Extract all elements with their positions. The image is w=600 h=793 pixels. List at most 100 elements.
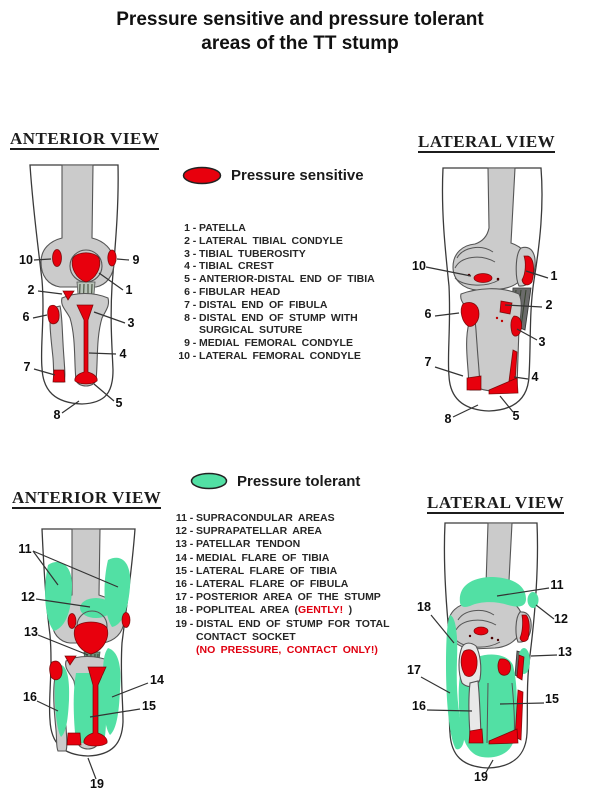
legend-list-item: 14-MEDIAL FLARE OF TIBIA bbox=[170, 552, 395, 565]
heading-text: ANTERIOR VIEW bbox=[12, 488, 162, 509]
heading-text: ANTERIOR VIEW bbox=[10, 129, 160, 150]
legend-list-item: 16-LATERAL FLARE OF FIBULA bbox=[170, 578, 395, 591]
item-dash: - bbox=[192, 311, 197, 324]
leader-line bbox=[434, 366, 464, 377]
item-text: PATELLAR TENDON bbox=[196, 538, 395, 551]
item-text-segment: TIBIAL CREST bbox=[199, 260, 274, 273]
item-text: TIBIAL CREST bbox=[199, 260, 383, 273]
figure-number-label: 6 bbox=[23, 310, 30, 324]
item-text-warning: GENTLY! bbox=[298, 604, 344, 617]
figure-number-label: 13 bbox=[558, 645, 572, 659]
leader-line bbox=[116, 258, 130, 261]
figure-number-label: 7 bbox=[425, 355, 432, 369]
legend-list-item: 13-PATELLAR TENDON bbox=[170, 538, 395, 551]
item-dash: - bbox=[189, 578, 194, 591]
item-dash: - bbox=[192, 247, 197, 260]
item-dash: - bbox=[192, 349, 197, 362]
figure-number-label: 18 bbox=[417, 600, 431, 614]
leader-line bbox=[32, 550, 119, 588]
figure-number-label: 11 bbox=[18, 542, 31, 556]
heading-lateral-top: LATERAL VIEW bbox=[418, 132, 556, 153]
item-text: MEDIAL FEMORAL CONDYLE bbox=[199, 337, 383, 350]
item-number: 5 bbox=[184, 273, 190, 286]
item-number: 1 bbox=[184, 222, 190, 234]
item-text-segment: LATERAL FLARE OF FIBULA bbox=[196, 578, 349, 591]
leader-line bbox=[452, 404, 479, 418]
item-text-segment: CONTACT SOCKET bbox=[196, 630, 296, 643]
leader-line bbox=[430, 614, 455, 644]
item-text-segment: SURGICAL SUTURE bbox=[199, 324, 303, 337]
figure-number-label: 3 bbox=[128, 316, 135, 330]
item-number: 3 bbox=[184, 247, 190, 260]
leader-line bbox=[33, 368, 56, 376]
leader-line bbox=[426, 709, 473, 712]
item-text: SUPRAPATELLAR AREA bbox=[196, 525, 395, 538]
leader-line bbox=[36, 700, 59, 712]
item-text: MEDIAL FLARE OF TIBIA bbox=[196, 552, 395, 565]
legend-list-item: 11-SUPRACONDULAR AREAS bbox=[170, 512, 395, 525]
legend-list-item: 17-POSTERIOR AREA OF THE STUMP bbox=[170, 591, 395, 604]
item-dash: - bbox=[192, 222, 197, 234]
item-number: 6 bbox=[184, 285, 190, 298]
item-number: 11 bbox=[175, 512, 187, 524]
item-text-segment: LATERAL FLARE OF TIBIA bbox=[196, 564, 338, 577]
item-text-segment: SUPRAPATELLAR AREA bbox=[196, 525, 322, 538]
leader-line bbox=[525, 270, 549, 279]
item-text: TIBIAL TUBEROSITY bbox=[199, 248, 383, 261]
leader-line bbox=[484, 759, 494, 775]
item-number: 19 bbox=[175, 617, 187, 630]
figure-number-label: 8 bbox=[445, 412, 452, 426]
item-number: 2 bbox=[184, 234, 190, 247]
figure-number-label: 14 bbox=[150, 673, 164, 687]
item-text-segment: SUPRACONDULAR AREAS bbox=[196, 512, 335, 524]
leader-line bbox=[32, 314, 48, 319]
item-text: FIBULAR HEAD bbox=[199, 286, 383, 299]
page-title-line2: areas of the TT stump bbox=[201, 33, 399, 54]
item-number: 15 bbox=[175, 564, 187, 577]
heading-lateral-bottom: LATERAL VIEW bbox=[427, 493, 565, 514]
legend-list-item: 2-LATERAL TIBIAL CONDYLE bbox=[173, 235, 383, 248]
legend-list-item: 18-POPLITEAL AREA (GENTLY! ) bbox=[170, 604, 395, 617]
leader-line bbox=[434, 312, 460, 317]
leader-line bbox=[37, 634, 89, 656]
heading-anterior-bottom: ANTERIOR VIEW bbox=[12, 488, 162, 509]
leader-line bbox=[535, 604, 555, 620]
item-dash: - bbox=[192, 260, 197, 273]
figure-number-label: 2 bbox=[546, 298, 553, 312]
leader-line bbox=[87, 757, 97, 780]
figure-number-label: 1 bbox=[551, 269, 558, 283]
item-text-segment: MEDIAL FEMORAL CONDYLE bbox=[199, 337, 353, 350]
legend-list-item: 5-ANTERIOR-DISTAL END OF TIBIA bbox=[173, 273, 383, 286]
item-text: SUPRACONDULAR AREAS bbox=[196, 512, 395, 525]
leader-line bbox=[93, 383, 115, 402]
item-text: LATERAL FLARE OF TIBIA bbox=[196, 565, 395, 578]
item-text: LATERAL FEMORAL CONDYLE bbox=[199, 350, 383, 363]
legend-list-item: 7-DISTAL END OF FIBULA bbox=[173, 299, 383, 312]
item-text-segment: ) bbox=[343, 604, 353, 617]
item-number: 8 bbox=[184, 311, 190, 324]
leader-line bbox=[496, 587, 550, 597]
figure-number-label: 5 bbox=[116, 396, 123, 410]
figure-number-label: 11 bbox=[550, 578, 563, 592]
leader-line bbox=[516, 328, 538, 341]
page-title: Pressure sensitive and pressure tolerant… bbox=[0, 8, 600, 56]
item-dash: - bbox=[192, 337, 197, 350]
item-text-segment: POPLITEAL AREA ( bbox=[196, 604, 299, 617]
item-text-segment: MEDIAL FLARE OF TIBIA bbox=[196, 551, 330, 564]
legend-pressure-tolerant: Pressure tolerant bbox=[190, 472, 360, 490]
item-text: LATERAL FLARE OF FIBULA bbox=[196, 578, 395, 591]
figure-number-label: 16 bbox=[412, 699, 426, 713]
legend-list-item: 10-LATERAL FEMORAL CONDYLE bbox=[173, 350, 383, 363]
figure-number-label: 8 bbox=[54, 408, 61, 422]
item-number: 7 bbox=[184, 298, 190, 311]
figure-number-label: 16 bbox=[23, 690, 37, 704]
item-dash: - bbox=[189, 551, 194, 564]
item-text: PATELLA bbox=[199, 222, 383, 235]
